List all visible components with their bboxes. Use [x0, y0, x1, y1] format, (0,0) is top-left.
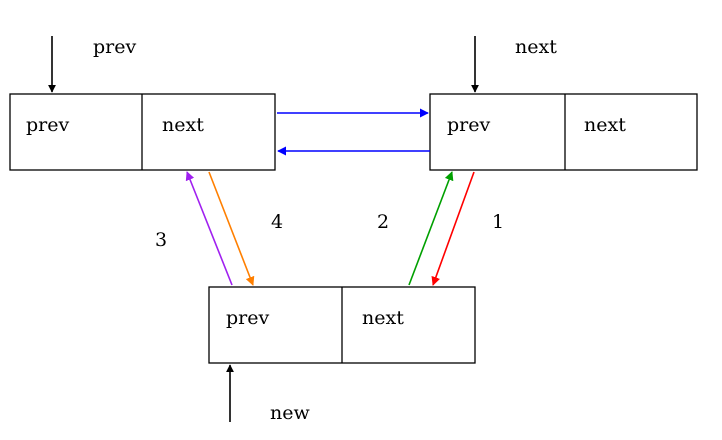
step4-arrow — [208, 171, 255, 286]
right-node-prev-field: prev — [447, 114, 490, 136]
step1-arrow — [431, 171, 475, 286]
new-node: prev next — [208, 286, 476, 364]
step3-label: 3 — [155, 229, 167, 251]
right-node-next-field: next — [584, 114, 626, 136]
step3-arrow — [185, 171, 233, 286]
next-pointer-label: next — [515, 36, 557, 58]
prev-pointer-label: prev — [93, 36, 136, 58]
step2-label: 2 — [377, 211, 389, 233]
step4-label: 4 — [271, 211, 283, 233]
new-pointer-label: new — [270, 402, 310, 424]
step1-label: 1 — [492, 211, 504, 233]
right-node: prev next — [429, 93, 698, 171]
left-node: prev next — [9, 93, 276, 171]
left-node-next-field: next — [162, 114, 204, 136]
new-node-next-field: next — [362, 307, 404, 329]
left-node-prev-field: prev — [26, 114, 69, 136]
step2-arrow — [408, 171, 454, 286]
new-node-prev-field: prev — [226, 307, 269, 329]
right-node-box — [429, 93, 698, 171]
